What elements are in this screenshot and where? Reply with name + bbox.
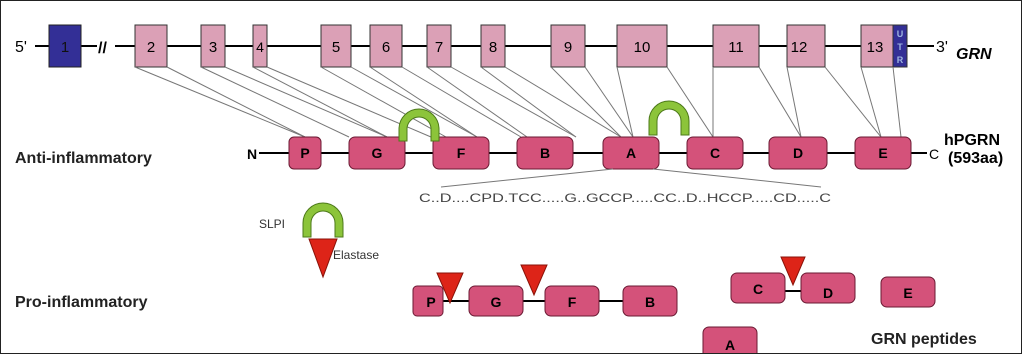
utr-letter-u: U [897,29,904,39]
domain-b-label: B [540,145,550,161]
slpi-shape-1 [398,108,440,142]
cysteine-motif: C..D....CPD.TCC.....G..GCCP.....CC..D..H… [419,191,831,205]
exon-8 [480,24,506,68]
exon-13 [860,24,894,68]
peptide-d [800,272,856,304]
domain-p-label: P [300,145,309,161]
anti-inflammatory-label: Anti-inflammatory [15,150,152,167]
peptide-f-label: F [568,294,577,310]
peptide-p-label: P [426,294,435,310]
peptide-c [730,272,786,304]
peptide-a-label: A [725,337,735,353]
protein-name: hPGRN [944,132,1000,149]
elastase-legend-shape [308,238,338,279]
protein-length: (593aa) [948,150,1003,167]
domain-b [516,136,574,170]
peptide-p [412,285,444,317]
elastase-mark-1 [436,272,464,305]
utr-block [892,24,908,68]
exon-7-label: 7 [435,39,443,56]
domain-e-label: E [878,145,887,161]
domain-c [686,136,744,170]
utr-letter-r: R [897,55,904,65]
cleavage-legend: SLPI Elastase [259,202,379,279]
exon-9 [550,24,586,68]
grn-peptides-caption: GRN peptides [871,331,977,348]
domain-d-label: D [793,145,803,161]
domain-g [348,136,406,170]
exon-5 [320,24,352,68]
exon-5-label: 5 [332,39,340,56]
peptide-e-label: E [903,285,912,301]
exon-6-label: 6 [382,39,390,56]
exon-domain-mapping-lines [134,66,902,138]
slpi-label: SLPI [259,217,285,231]
domain-d [768,136,828,170]
gene-name: GRN [956,46,992,63]
domain-f [432,136,490,170]
exon-7 [426,24,452,68]
n-terminus-label: N [247,146,257,162]
exon-2 [134,24,168,68]
domain-f-label: F [457,145,466,161]
peptide-e [880,276,936,308]
exon-4 [252,24,268,68]
elastase-label: Elastase [333,248,379,262]
domain-c-label: C [710,145,720,161]
domain-g-label: G [372,145,383,161]
domain-e [854,136,912,170]
peptide-g [468,285,524,317]
peptide-c-label: C [753,281,763,297]
five-prime-label: 5' [15,39,27,56]
domain-p [288,136,322,170]
exon-10-label: 10 [634,39,651,56]
exon-3 [200,24,226,68]
exon-1-label: 1 [61,39,69,56]
peptide-fragments: Pro-inflammatory P G F B C D E A GRN pep… [15,256,977,353]
exon-3-label: 3 [209,39,217,56]
exon-4-label: 4 [256,39,264,55]
peptide-b-label: B [645,294,655,310]
elastase-mark-3 [780,256,806,287]
c-terminus-label: C [929,146,939,162]
peptide-f [544,285,600,317]
exon-11 [712,24,760,68]
domain-a [602,136,660,170]
exon-9-label: 9 [564,39,572,56]
domain-a-label: A [626,145,636,161]
exon-2-label: 2 [147,39,155,56]
peptide-d-label: D [823,285,833,301]
gene-structure: 5' // 3' GRN 1 2 3 4 5 6 7 8 9 10 11 1 [15,24,992,68]
utr-letter-t: T [897,42,903,52]
exon-13-label: 13 [867,39,884,56]
exon-8-label: 8 [489,39,497,56]
slpi-shape-2 [648,100,690,136]
exon-12 [786,24,826,68]
exon-11-label: 11 [728,39,744,56]
exon-12-label: 12 [791,39,808,56]
peptide-g-label: G [491,294,502,310]
exon-1 [48,24,82,68]
gene-break-mark: // [98,40,107,57]
pro-inflammatory-label: Pro-inflammatory [15,294,148,311]
exon-6 [369,24,403,68]
peptide-a [702,326,758,353]
protein-structure: Anti-inflammatory N C hPGRN (593aa) P G … [15,100,1003,205]
elastase-mark-2 [520,264,548,297]
slpi-legend-shape [302,202,344,238]
three-prime-label: 3' [936,39,948,56]
peptide-b [622,285,678,317]
exon-10 [616,24,668,68]
